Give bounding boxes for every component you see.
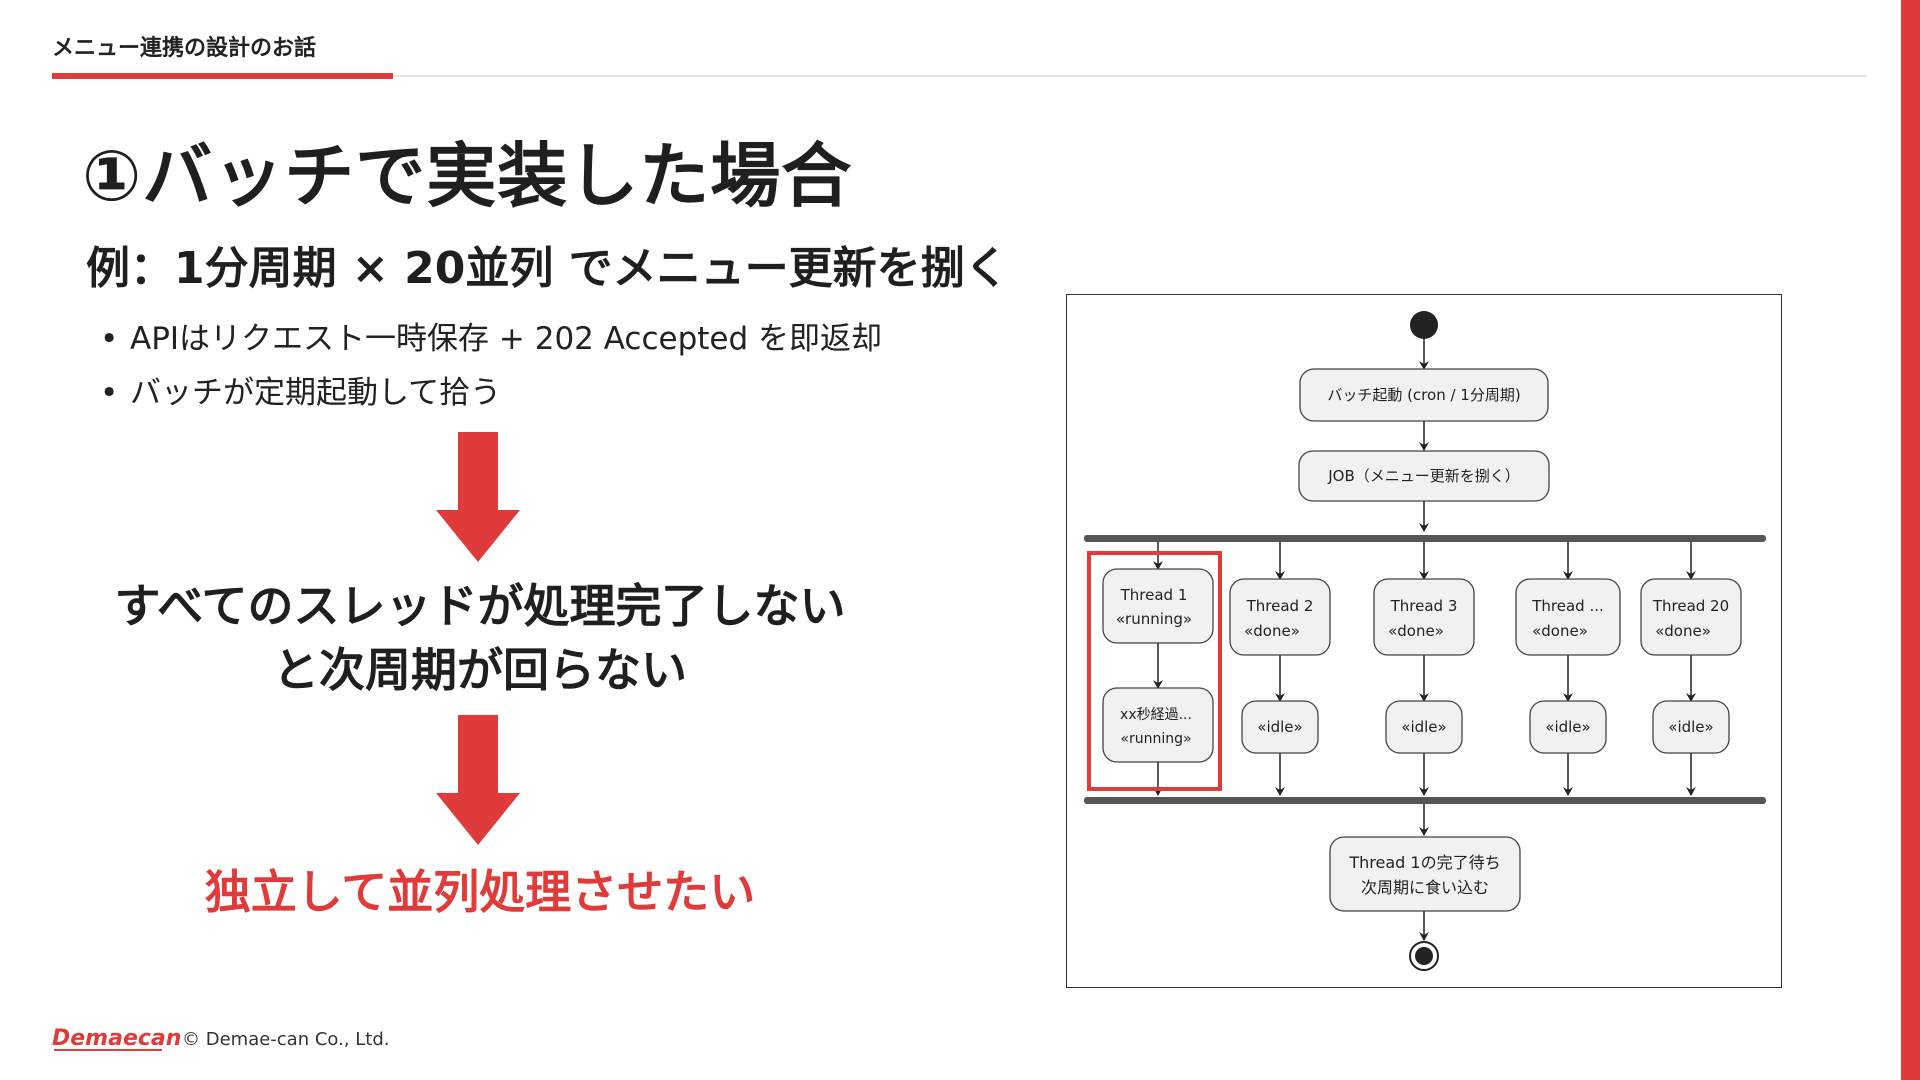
thread-text: «done»	[1532, 622, 1588, 640]
highlight-box	[1087, 551, 1222, 791]
thread-node	[1515, 578, 1621, 656]
statement-line: と次周期が回らない	[273, 643, 687, 697]
thread-text: Thread ...	[1531, 597, 1604, 615]
bullet-list: • APIはリクエスト一時保存 + 202 Accepted を即返却 • バッチが…	[100, 312, 882, 420]
header-rule	[52, 75, 1867, 77]
down-arrow-icon	[436, 715, 520, 845]
slide-title: ①バッチで実装した場合	[82, 135, 853, 217]
thread-node	[1229, 578, 1331, 656]
thread-lanes: Thread 1 «running» xx秒経過... «running» Thread…	[1087, 542, 1742, 796]
thread-text: Thread 2	[1246, 597, 1314, 615]
thread-node	[1102, 687, 1214, 763]
bullet-item: • APIはリクエスト一時保存 + 202 Accepted を即返却	[100, 312, 882, 366]
wait-node	[1329, 836, 1521, 912]
copyright: © Demae-can Co., Ltd.	[182, 1029, 390, 1050]
thread-node	[1640, 578, 1742, 656]
down-arrow-icon	[436, 432, 520, 562]
thread-text: Thread 20	[1652, 597, 1729, 615]
bullet-dot-icon: •	[100, 321, 119, 357]
activity-diagram: バッチ起動 (cron / 1分周期) JOB（メニュー更新を捌く） Threa…	[1066, 294, 1782, 988]
statement: すべてのスレッドが処理完了しない と次周期が回らない	[60, 574, 900, 702]
wait-node-line: 次周期に食い込む	[1361, 878, 1489, 897]
job-node-label: JOB（メニュー更新を捌く）	[1327, 467, 1520, 485]
thread-text: «running»	[1120, 731, 1191, 747]
thread-text: «idle»	[1545, 718, 1590, 736]
slide-subtitle: 例：1分周期 × 20並列 でメニュー更新を捌く	[86, 243, 1009, 294]
thread-text: Thread 1	[1120, 586, 1188, 604]
thread-text: «done»	[1388, 622, 1444, 640]
bullet-dot-icon: •	[100, 375, 119, 411]
logo-underline	[54, 1049, 162, 1051]
thread-text: «idle»	[1257, 718, 1302, 736]
join-bar	[1084, 797, 1766, 804]
bullet-text: バッチが定期起動して拾う	[130, 375, 502, 411]
bullet-text: APIはリクエスト一時保存 + 202 Accepted を即返却	[130, 321, 883, 357]
start-node	[1410, 311, 1438, 339]
bullet-item: • バッチが定期起動して拾う	[100, 366, 882, 420]
right-accent-bar	[1901, 0, 1920, 1080]
header-title: メニュー連携の設計のお話	[52, 36, 317, 61]
conclusion: 独立して並列処理させたい	[204, 865, 756, 919]
statement-line: すべてのスレッドが処理完了しない	[114, 579, 846, 633]
wait-node-line: Thread 1の完了待ち	[1348, 853, 1500, 872]
fork-bar	[1084, 535, 1766, 542]
end-node-core	[1415, 947, 1433, 965]
thread-text: «done»	[1244, 622, 1300, 640]
thread-text: xx秒経過...	[1120, 707, 1192, 723]
thread-text: «done»	[1655, 622, 1711, 640]
batch-node-label: バッチ起動 (cron / 1分周期)	[1327, 386, 1520, 404]
thread-text: Thread 3	[1390, 597, 1458, 615]
company-logo: Demaecan	[52, 1026, 182, 1051]
thread-text: «idle»	[1401, 718, 1446, 736]
thread-node	[1373, 578, 1475, 656]
thread-text: «running»	[1116, 610, 1192, 628]
thread-node	[1102, 568, 1214, 644]
header-accent-rule	[52, 73, 393, 79]
thread-text: «idle»	[1668, 718, 1713, 736]
